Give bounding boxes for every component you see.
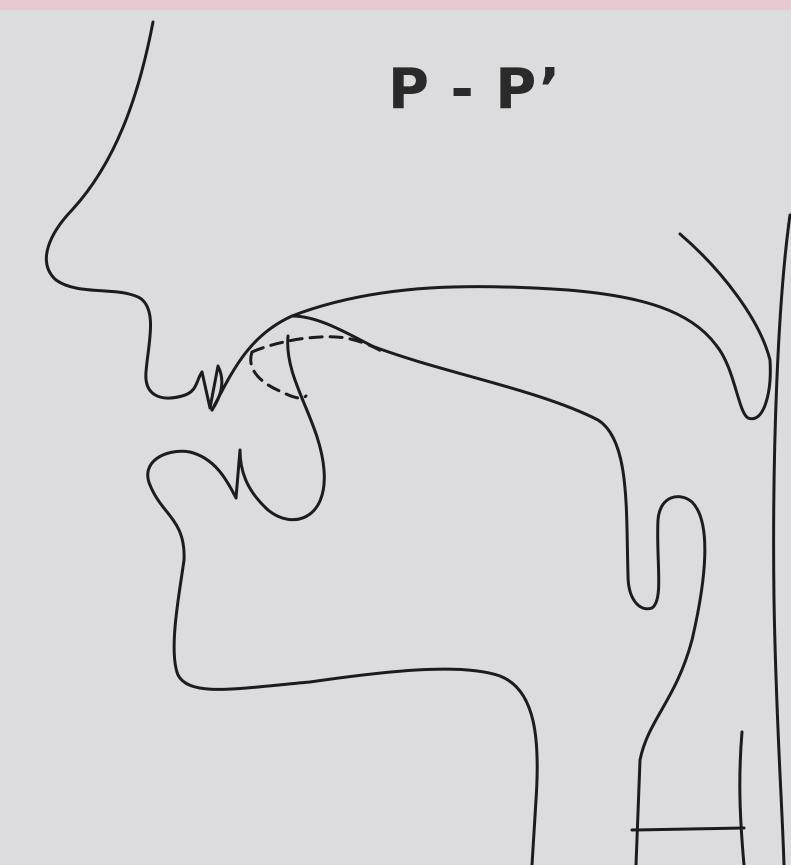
diagram-title: P - P’ <box>388 62 561 118</box>
posterior-neck-line <box>774 215 790 865</box>
chin-and-jaw <box>150 485 537 865</box>
face-profile-nose-upper-lip <box>46 22 221 410</box>
lower-tooth-outline <box>148 336 325 520</box>
trachea-outline <box>632 732 744 865</box>
alternate-tongue-position-dashed <box>251 337 386 398</box>
palate-and-velum <box>292 234 770 419</box>
tongue-surface <box>372 346 705 865</box>
